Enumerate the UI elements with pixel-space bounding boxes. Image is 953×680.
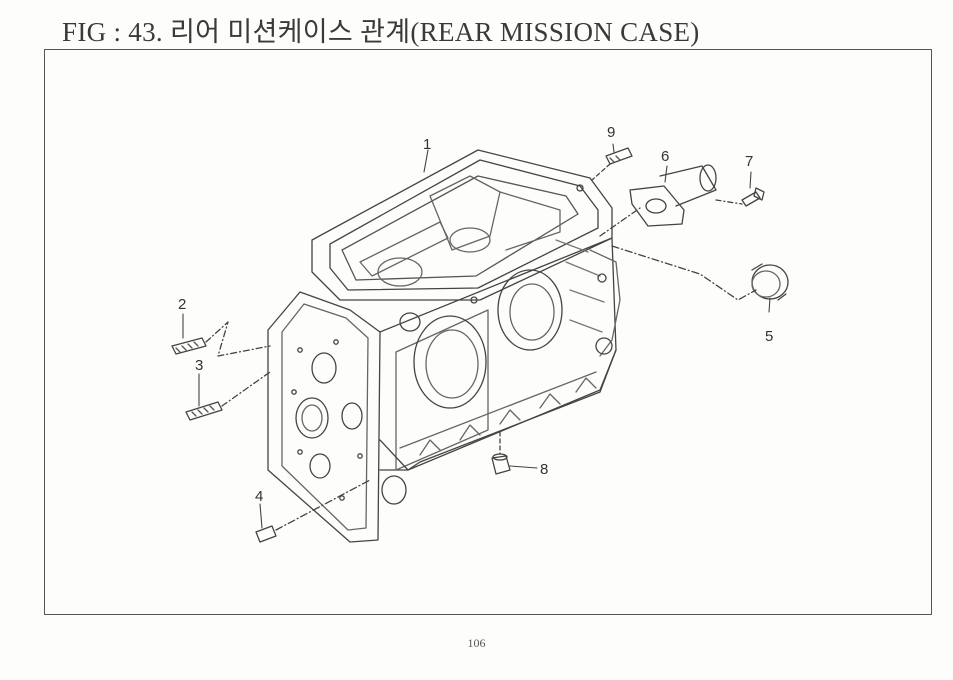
diagram-frame — [44, 49, 932, 615]
seal-ring-part-5 — [611, 245, 789, 301]
cover-part-6 — [599, 164, 717, 237]
bolt-part-7 — [715, 187, 765, 207]
callout-8: 8 — [540, 461, 548, 478]
callout-7: 7 — [745, 153, 753, 170]
leader-lines — [182, 143, 771, 529]
callout-5: 5 — [765, 328, 773, 345]
callout-2: 2 — [178, 296, 186, 313]
stud-part-9 — [591, 147, 633, 181]
callout-3: 3 — [195, 357, 203, 374]
callout-1: 1 — [423, 136, 431, 153]
dowel-pin-part-4 — [255, 479, 371, 543]
figure-title: FIG : 43. 리어 미션케이스 관계(REAR MISSION CASE) — [62, 17, 700, 47]
callout-9: 9 — [607, 124, 615, 141]
rear-mission-case — [267, 149, 621, 543]
plug-part-8 — [491, 431, 511, 475]
callout-6: 6 — [661, 148, 669, 165]
page-number: 106 — [467, 636, 486, 650]
stud-bolt-part-3 — [185, 371, 271, 421]
callout-4: 4 — [255, 488, 263, 505]
stud-bolt-part-2 — [171, 321, 271, 357]
